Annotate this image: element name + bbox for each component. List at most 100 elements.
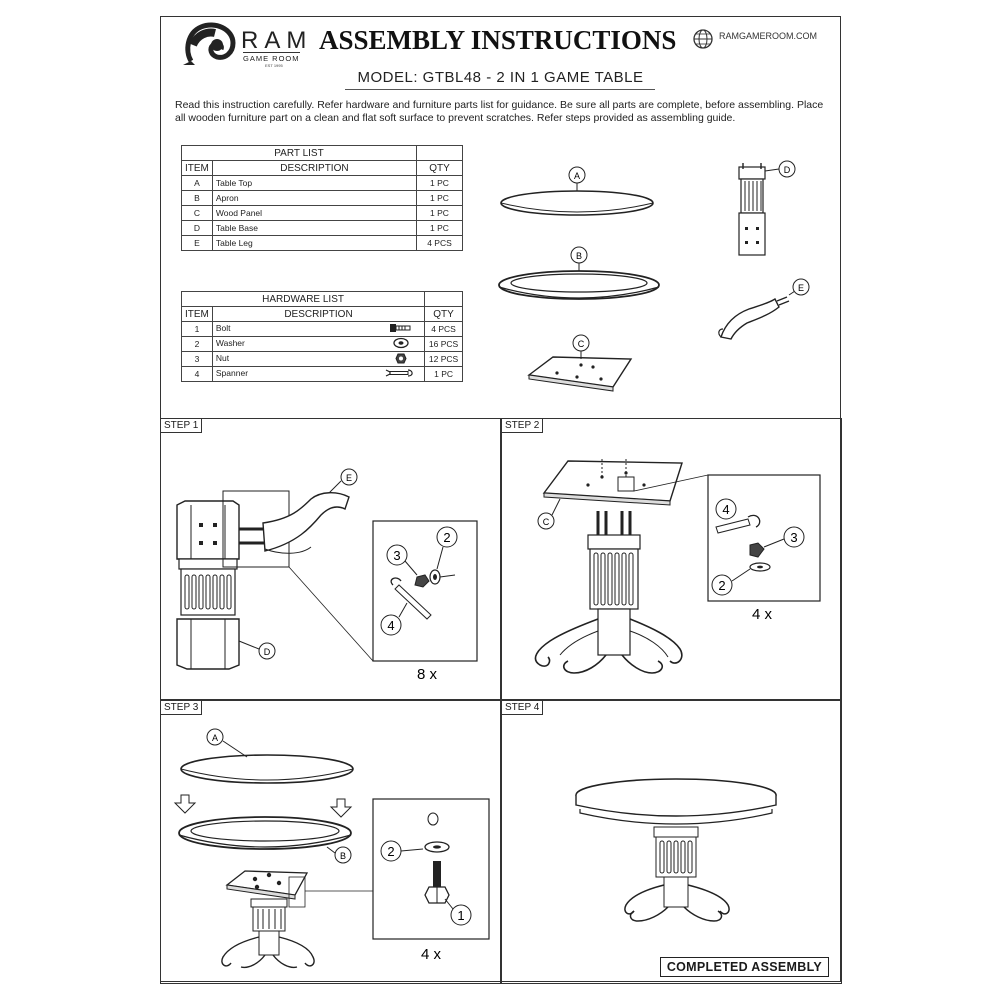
step2-panel: STEP 2 [501,418,842,700]
step2-multiplier: 4 x [752,606,773,623]
part-item: B [181,190,213,206]
part-item: D [181,220,213,236]
step1-multiplier: 8 x [417,666,438,683]
table-top-part-a [500,190,654,216]
step3-panel: STEP 3 [160,700,501,984]
hardware-qty: 1 PC [424,366,463,382]
step1-callout-3: 3 [393,548,400,563]
website-link[interactable]: RAMGAMEROOM.COM [719,31,817,41]
brand-est: EST 1995 [265,63,283,68]
step3-diagram: A B 2 1 4 x [173,728,490,969]
step3-callout-a: A [212,733,218,743]
part-list-header-qty: QTY [415,160,464,176]
step3-label: STEP 3 [161,701,203,715]
part-description: Table Leg [211,235,417,251]
brand-logo: RAM GAME ROOM EST 1995 [181,21,321,69]
step3-apron [178,816,352,850]
part-description: Table Top [211,175,417,191]
parts-illustration: A B C D E [498,160,810,392]
step3-callouts: A B 2 1 4 x [206,728,472,963]
step2-diagram: C 4 3 2 4 x [534,459,821,674]
hardware-list-header-item: ITEM [181,306,213,322]
hardware-list-table: HARDWARE LIST ITEM DESCRIPTION QTY 1 Bol… [180,291,463,382]
ram-head-icon [183,22,236,65]
apron-part-b [498,270,660,300]
step2-wood-panel [542,459,683,506]
step2-table-base [534,511,683,674]
step2-callout-3: 3 [790,530,797,545]
step3-down-arrow-right [329,798,353,818]
hardware-item: 3 [181,351,213,367]
hardware-item: 2 [181,336,213,352]
part-qty: 1 PC [415,175,464,191]
step1-callout-4: 4 [387,618,394,633]
model-heading: MODEL: GTBL48 - 2 IN 1 GAME TABLE [357,69,644,86]
completed-assembly-caption: COMPLETED ASSEMBLY [659,957,829,977]
spanner-icon [385,368,415,380]
hardware-list-title: HARDWARE LIST [180,291,426,307]
step1-panel: STEP 1 [160,418,501,700]
callout-a: A [574,171,580,181]
step3-callout-1: 1 [457,908,464,923]
step1-label: STEP 1 [161,419,203,433]
step1-base [176,500,240,670]
step3-callout-2: 2 [387,844,394,859]
hardware-list-header-description: DESCRIPTION [211,306,426,322]
step4-completed-table [575,778,777,922]
table-base-part-d [738,163,766,256]
step2-hardware-detail [633,474,821,602]
step2-label: STEP 2 [502,419,544,433]
hardware-description-cell: Spanner [211,366,426,382]
callout-d: D [784,165,791,175]
step1-callout-d: D [264,647,271,657]
part-callouts: A B C D E [568,160,810,359]
page-title: ASSEMBLY INSTRUCTIONS [319,25,677,55]
callout-e: E [798,283,804,293]
step1-callouts: E D 3 2 4 8 x [238,468,458,683]
part-description: Wood Panel [211,205,417,221]
part-item: C [181,205,213,221]
step3-callout-b: B [340,851,346,861]
step1-hardware-detail [288,520,478,662]
brand-name: RAM [241,27,313,54]
callout-c: C [578,339,585,349]
part-description: Apron [211,190,417,206]
step1-diagram: E D 3 2 4 8 x [176,468,478,683]
hardware-item: 1 [181,321,213,337]
hardware-item: 4 [181,366,213,382]
part-item: E [181,235,213,251]
hardware-qty: 12 PCS [424,351,463,367]
table-row: 1 Bolt 4 PCS [181,321,463,337]
step3-table-top [180,754,354,784]
globe-icon [693,29,713,49]
step2-callouts: C 4 3 2 4 x [537,498,805,623]
brand-subtitle: GAME ROOM [243,52,300,63]
hardware-description: Nut [215,352,230,363]
step1-callout-2: 2 [443,530,450,545]
hardware-list-header-qty: QTY [424,306,463,322]
part-qty: 1 PC [415,205,464,221]
table-row: 2 Washer 16 PCS [181,336,463,352]
step4-label: STEP 4 [502,701,544,715]
bolt-icon [389,323,411,335]
table-leg-part-e [718,296,790,340]
wood-panel-part-c [527,356,633,392]
intro-text: Read this instruction carefully. Refer h… [175,99,824,124]
hardware-description: Spanner [215,368,249,378]
hardware-description-cell: Washer [211,336,426,352]
table-row: 3 Nut 12 PCS [181,351,463,367]
step3-base-assembly [221,870,315,969]
table-row: 4 Spanner 1 PC [181,366,463,382]
part-qty: 1 PC [415,220,464,236]
hardware-description-cell: Nut [211,351,426,367]
part-item: A [181,175,213,191]
step4-panel: STEP 4 COMPLETED ASSEMBLY [501,700,842,984]
nut-icon [395,353,407,366]
step1-callout-e: E [346,473,352,483]
